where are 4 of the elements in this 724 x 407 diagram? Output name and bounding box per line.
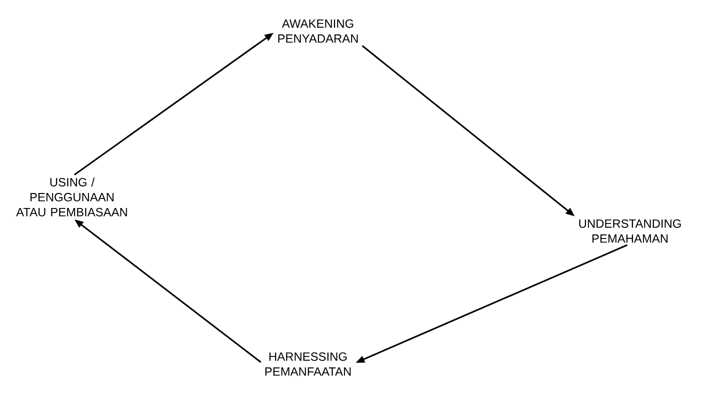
stage-label: AWAKENING PENYADARAN [278,19,358,43]
stage-label: HARNESSING PEMANFAATAN [265,352,351,376]
stage-label: UNDERSTANDING PEMAHAMAN [579,219,681,243]
stage-label: USING / PENGGUNAAN ATAU PEMBIASAAN [16,178,127,216]
